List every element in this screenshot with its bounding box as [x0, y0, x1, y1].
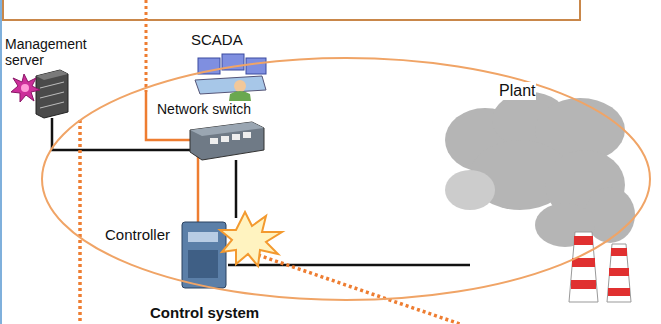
part-label: Controller — [104, 226, 171, 243]
switch-icon — [190, 122, 264, 160]
network-wire — [52, 118, 190, 150]
server-icon — [11, 70, 68, 118]
attack-path — [145, 0, 148, 92]
region-outline — [40, 56, 652, 302]
outer-box — [3, 0, 580, 20]
part-label: Network switch — [156, 101, 252, 117]
smoke — [445, 92, 635, 247]
region-ellipse — [42, 58, 650, 300]
network-wire — [235, 160, 238, 218]
region-title: Control system — [150, 304, 259, 321]
part-label: SCADA — [190, 31, 244, 48]
frame-line — [0, 0, 2, 324]
chimney — [569, 232, 631, 302]
plant-wire — [228, 264, 470, 267]
attack-burst — [220, 212, 282, 266]
system-region: Control system — [40, 56, 652, 302]
attack-path — [78, 120, 82, 324]
controller-icon — [182, 222, 226, 288]
part-label: Management server — [4, 36, 96, 68]
attack-path — [258, 255, 460, 324]
part-label: Plant — [498, 82, 536, 100]
